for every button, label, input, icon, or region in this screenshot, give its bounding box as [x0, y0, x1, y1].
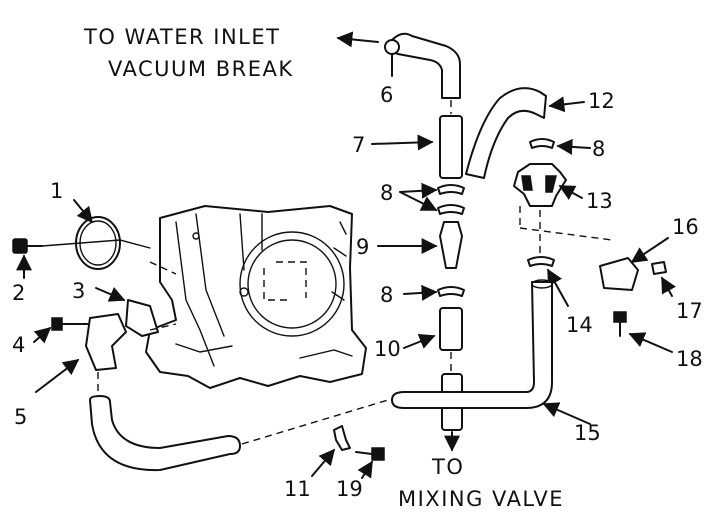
part-19-screw [371, 447, 385, 461]
part-18-screw [613, 311, 627, 323]
part-9-connector [439, 221, 463, 269]
callout-4: 4 [12, 333, 25, 357]
callout-1: 1 [50, 179, 63, 203]
part-5-elbow [85, 313, 127, 371]
callout-8-a: 8 [380, 181, 393, 205]
part-8-clamp-d [529, 138, 555, 149]
part-11-clip [333, 425, 351, 451]
mixing-valve-label: MIXING VALVE [398, 487, 564, 511]
callout-11: 11 [284, 477, 311, 501]
part-15-hose [391, 281, 553, 409]
to-water-inlet-label: TO WATER INLET [83, 25, 280, 49]
callout-15: 15 [574, 421, 601, 445]
callout-13: 13 [586, 189, 613, 213]
callout-3: 3 [72, 279, 85, 303]
part-12-hose [465, 87, 547, 179]
callout-8-c: 8 [592, 137, 605, 161]
lower-left-hose [89, 395, 241, 472]
part-16-bracket [599, 257, 639, 291]
part-10-hose [439, 307, 463, 351]
callout-10: 10 [374, 337, 401, 361]
part-8-clamp-a [437, 184, 465, 195]
callout-12: 12 [588, 89, 615, 113]
part-7-hose [439, 115, 463, 179]
part-14-clamp [527, 256, 555, 267]
callout-14: 14 [566, 313, 593, 337]
to-inlet-arrow [336, 31, 379, 48]
callout-9: 9 [356, 235, 369, 259]
tub-housing [145, 205, 367, 389]
to-label: TO [431, 455, 464, 479]
callout-2: 2 [12, 281, 25, 305]
part-3-bracket [125, 299, 159, 337]
callout-19: 19 [336, 477, 363, 501]
callout-16: 16 [672, 215, 699, 239]
part-8-clamp-c [437, 286, 465, 297]
part-4-screw [51, 317, 63, 331]
vacuum-break-label: VACUUM BREAK [108, 57, 294, 81]
part-13-valve [513, 163, 567, 207]
part-17-clip [651, 261, 667, 275]
top-hose-6 [389, 32, 461, 99]
callout-6: 6 [380, 83, 393, 107]
callout-18: 18 [676, 347, 703, 371]
callout-8-b: 8 [380, 283, 393, 307]
callout-5: 5 [14, 405, 27, 429]
callout-17: 17 [676, 299, 703, 323]
part-6-clamp [384, 39, 400, 55]
part-8-clamp-b [437, 204, 465, 215]
callout-7: 7 [352, 133, 365, 157]
